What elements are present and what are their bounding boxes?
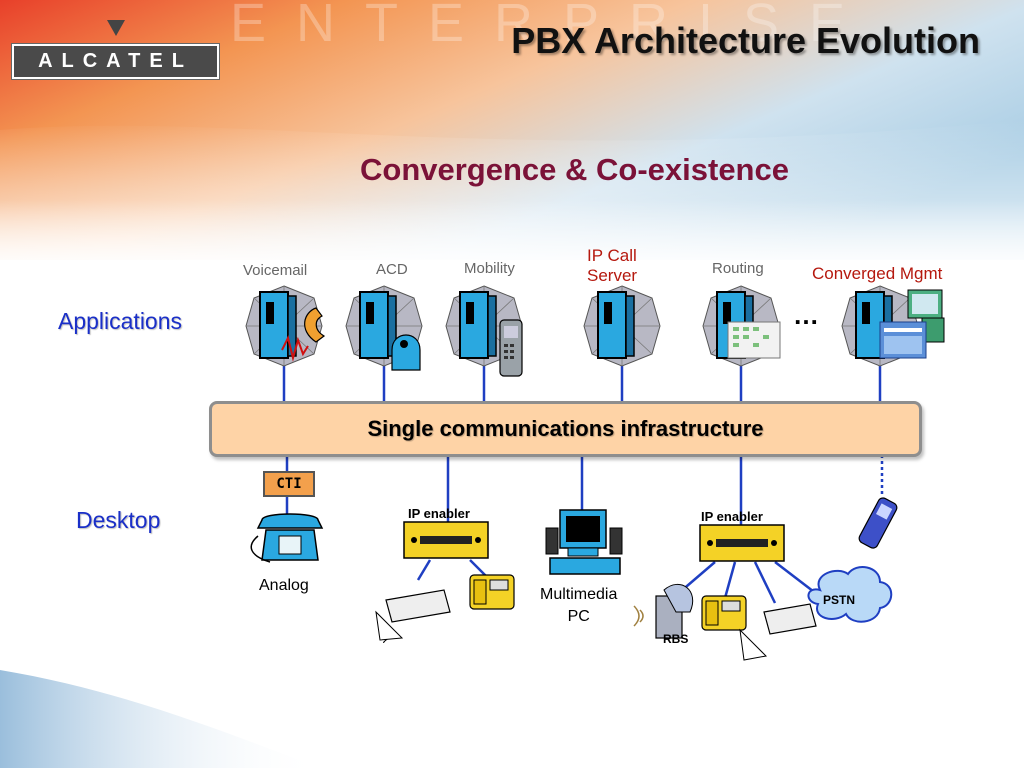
routing-console-icon — [727, 321, 781, 359]
app-label-ip-call-server: IP Call Server — [587, 246, 637, 286]
cti-box: CTI — [263, 471, 315, 497]
infrastructure-label: Single communications infrastructure — [367, 416, 764, 441]
handheld-phone-icon — [858, 497, 898, 549]
ip-enabler-label-1: IP enabler — [408, 506, 470, 521]
more-apps-ellipsis: … — [793, 300, 819, 330]
ip-enabler-device-1 — [403, 521, 489, 559]
multimedia-pc-line1: Multimedia — [540, 586, 618, 603]
app-label-mobility: Mobility — [464, 260, 515, 277]
multimedia-pc-line2: PC — [567, 608, 590, 625]
ip-enabler-label-2: IP enabler — [701, 509, 763, 524]
management-screens-icon — [879, 289, 945, 359]
row-label-applications: Applications — [58, 308, 183, 334]
voicemail-handset-icon — [281, 307, 326, 362]
ip-phone-icon-2 — [701, 595, 747, 631]
watermark-text: ENTERPRISE — [230, 0, 876, 53]
app-label-ip-call-line1: IP Call — [587, 246, 637, 265]
rbs-base-station-icon — [633, 584, 694, 639]
app-label-voicemail: Voicemail — [243, 262, 308, 279]
mobile-phone-icon — [499, 319, 523, 377]
ip-phone-icon-1 — [469, 574, 515, 610]
page-subtitle: Convergence & Co-existence — [360, 152, 789, 187]
multimedia-pc-label: Multimedia PC — [540, 584, 617, 628]
logo-triangle-icon — [107, 20, 125, 36]
logo-text: ALCATEL — [38, 50, 193, 72]
infrastructure-bar: Single communications infrastructure — [209, 401, 922, 457]
analog-label: Analog — [259, 577, 309, 594]
app-label-acd: ACD — [376, 261, 408, 278]
analog-phone-icon — [250, 513, 324, 563]
page-title: PBX Architecture Evolution — [511, 20, 980, 61]
rbs-label: RBS — [663, 632, 689, 646]
pstn-cloud-icon — [807, 566, 893, 623]
multimedia-pc-icon — [545, 509, 623, 575]
row-label-desktop: Desktop — [76, 507, 161, 533]
pstn-label: PSTN — [823, 593, 856, 607]
app-label-ip-call-line2: Server — [587, 266, 638, 285]
alcatel-logo: ALCATEL — [12, 44, 219, 79]
fax-machine-icon-1 — [375, 589, 451, 643]
app-label-routing: Routing — [712, 260, 764, 277]
ip-enabler-device-2 — [699, 524, 785, 562]
fax-machine-icon-2 — [739, 603, 817, 661]
acd-headset-icon — [391, 334, 421, 371]
app-label-converged-mgmt: Converged Mgmt — [812, 264, 943, 283]
